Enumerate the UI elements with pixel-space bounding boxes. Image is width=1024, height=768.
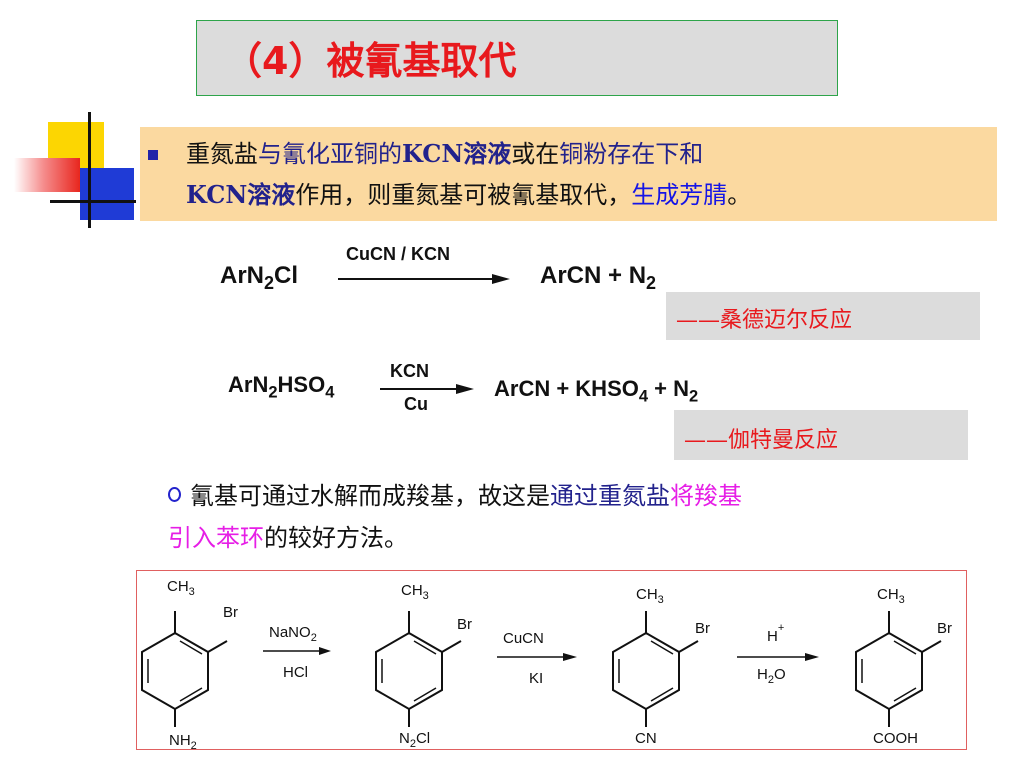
title-box [196,20,838,96]
reaction1-name: ——桑德迈尔反应 [676,308,853,333]
note-segment: 引入苯环 [168,524,264,552]
reaction2-name: ——伽特曼反应 [684,428,839,453]
circle-bullet-icon [168,487,181,502]
compound-0-bottom-label: NH2 [169,732,197,749]
arrow-2-head [805,653,819,661]
note-line-1: 氰基可通过水解而成羧基，故这是通过重氮盐将羧基 [190,480,742,512]
reaction2-name-box [674,410,968,460]
formula-part: HSO [277,372,326,397]
compound-nitrile [612,611,699,727]
formula-part: ArN [228,372,269,397]
formula-subscript: 2 [264,272,275,293]
reaction2-reagent-top: KCN [390,361,429,381]
intro-segment: KCN溶液 [186,180,296,209]
intro-segment: 或在 [511,140,560,168]
compound-0-side-label: Br [223,604,238,621]
compound-1-side-label: Br [457,616,472,633]
bullet-square-icon [148,150,158,160]
note-segment: 的较好方法。 [264,524,408,552]
compound-3-top-label: CH3 [877,586,905,606]
formula-subscript: 2 [689,387,699,406]
formula-part: ArN [220,262,265,289]
arrow-2-bottom-label: H2O [757,666,786,686]
compound-0-top-label: CH3 [167,578,195,598]
intro-segment: KCN溶液 [402,139,512,168]
reaction1-name-box [666,292,980,340]
reaction2-reagent-bottom: Cu [404,394,428,414]
formula-part: + N [648,376,690,401]
note-segment: 将羧基 [670,482,742,510]
compound-1-bottom-label: N2Cl [399,730,430,749]
compound-amine [141,611,228,727]
arrow-0-head [319,647,331,655]
arrow-0-top-label: NaNO2 [269,624,317,644]
reaction2-arrow [380,384,474,394]
intro-segment: 铜粉存在下和 [559,140,704,168]
intro-segment: 生成芳腈 [631,181,728,209]
reaction1-reagent: CuCN / KCN [346,244,450,264]
formula-subscript: 2 [646,272,657,293]
reaction2-product: ArCN + KHSO4 + N2 [494,376,698,406]
arrow-1-bottom-label: KI [529,670,543,687]
formula-subscript: 4 [638,387,649,406]
reaction1-arrow [338,274,510,284]
synthesis-scheme-box [136,570,967,750]
note-segment: 通过重氮盐 [550,482,670,510]
intro-segment: 与氰化亚铜的 [258,140,402,168]
intro-line-1: 重氮盐与氰化亚铜的KCN溶液或在铜粉存在下和 [186,139,703,169]
formula-part: ArCN + KHSO [494,376,639,401]
reaction1-product: ArCN + N2 [540,262,656,294]
compound-1-top-label: CH3 [401,582,429,602]
decorative-red-gradient-block [14,158,80,192]
formula-part: ArCN + N [540,262,647,289]
intro-segment: 作用，则重氮基可被氰基取代， [295,181,632,209]
compound-3-bottom-label: COOH [873,730,918,747]
formula-subscript: 2 [268,383,278,402]
formula-part: Cl [274,262,299,289]
arrow-1-top-label: CuCN [503,630,544,647]
intro-segment: 重氮盐 [186,140,258,168]
slide-title: （4）被氰基取代 [224,39,517,83]
note-line-2: 引入苯环的较好方法。 [168,522,408,554]
reaction1-reactant: ArN2Cl [220,262,298,294]
compound-2-bottom-label: CN [635,730,657,747]
note-segment: 氰基可通过水解而成羧基，故这是 [190,482,550,510]
compound-2-top-label: CH3 [636,586,664,606]
decorative-vertical-line [88,112,91,228]
intro-box [140,127,997,221]
formula-subscript: 4 [325,383,335,402]
compound-2-side-label: Br [695,620,710,637]
intro-segment: 。 [727,181,752,209]
arrow-2-top-label: H+ [767,622,784,645]
compound-3-side-label: Br [937,620,952,637]
synthesis-scheme: CH3 Br NH2 NaNO2 HCl CH3 Br N2Cl CuCN KI… [141,578,952,749]
arrow-1-head [563,653,577,661]
compound-diazonium [375,611,462,727]
reaction2-reactant: ArN2HSO4 [228,372,334,402]
intro-line-2: KCN溶液作用，则重氮基可被氰基取代，生成芳腈。 [186,180,751,210]
decorative-horizontal-line [50,200,136,203]
compound-carboxylic-acid [855,611,942,727]
arrow-0-bottom-label: HCl [283,664,308,681]
